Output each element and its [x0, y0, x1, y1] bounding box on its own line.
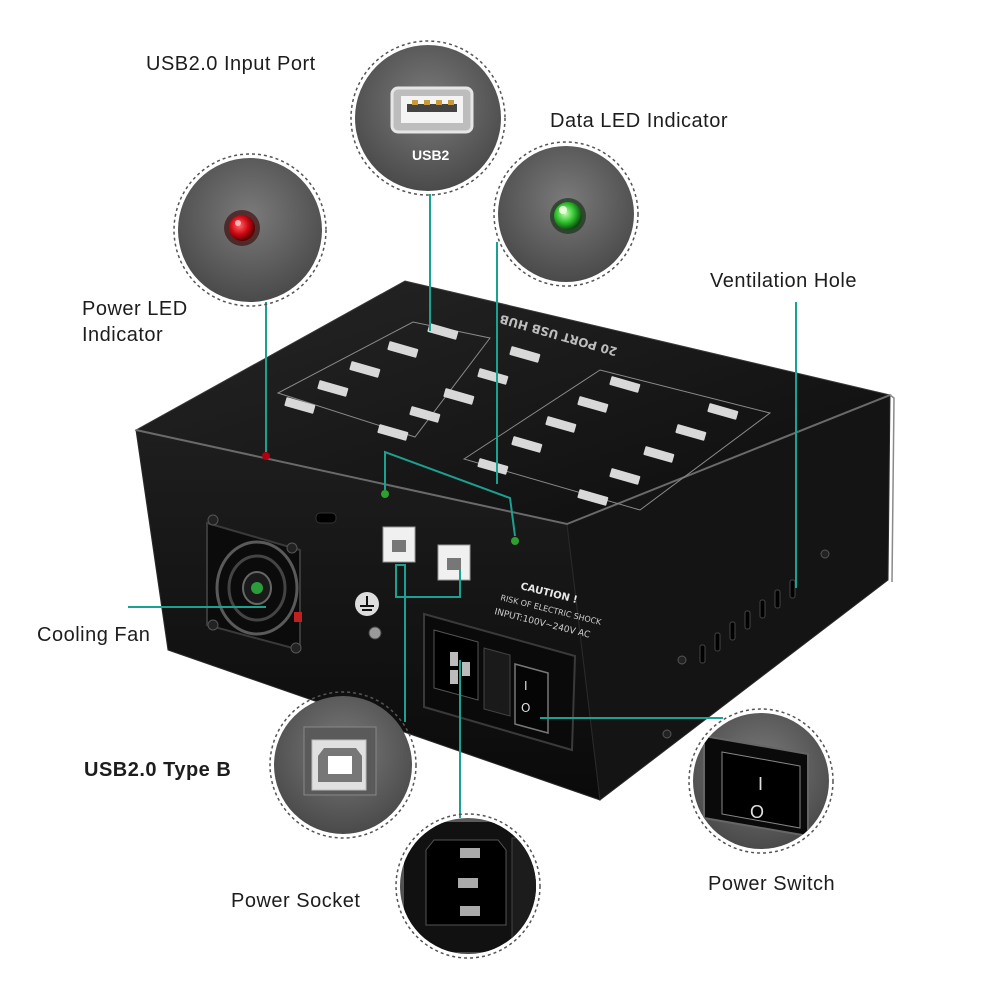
inset-power-led	[173, 153, 327, 307]
label-power-led-line1: Power LED	[82, 298, 188, 320]
power-led	[262, 452, 270, 460]
svg-text:I: I	[758, 774, 763, 794]
label-usb-input-port: USB2.0 Input Port	[146, 53, 316, 75]
svg-text:O: O	[750, 802, 764, 822]
power-module: I O	[423, 612, 577, 752]
ventilation-holes	[699, 579, 796, 664]
label-power-led-line2: Indicator	[82, 324, 164, 346]
usb-b-ports	[382, 526, 471, 581]
label-ventilation-hole: Ventilation Hole	[710, 270, 857, 292]
label-power-socket: Power Socket	[231, 890, 361, 912]
switch-on-mark: I	[524, 679, 528, 693]
inset-usb-input: USB2	[350, 40, 506, 196]
usb-hub-device: 20 PORT USB HUB	[134, 280, 895, 801]
label-data-led-indicator: Data LED Indicator	[550, 110, 728, 132]
inset-usb-label: USB2	[412, 147, 450, 163]
inset-power-socket	[395, 813, 541, 959]
switch-off-mark: O	[521, 701, 530, 715]
label-usb-type-b: USB2.0 Type B	[84, 759, 232, 781]
data-led-1	[381, 490, 389, 498]
usb-a-ports	[284, 323, 739, 506]
data-led-2	[511, 537, 519, 545]
label-cooling-fan: Cooling Fan	[37, 624, 151, 646]
ground-symbol	[355, 592, 382, 640]
callout-lines	[128, 194, 797, 818]
label-power-switch: Power Switch	[708, 873, 836, 895]
inset-power-switch: I O	[688, 708, 834, 854]
cooling-fan	[206, 514, 302, 654]
inset-data-led	[493, 141, 639, 287]
inset-usb-type-b	[269, 691, 417, 839]
